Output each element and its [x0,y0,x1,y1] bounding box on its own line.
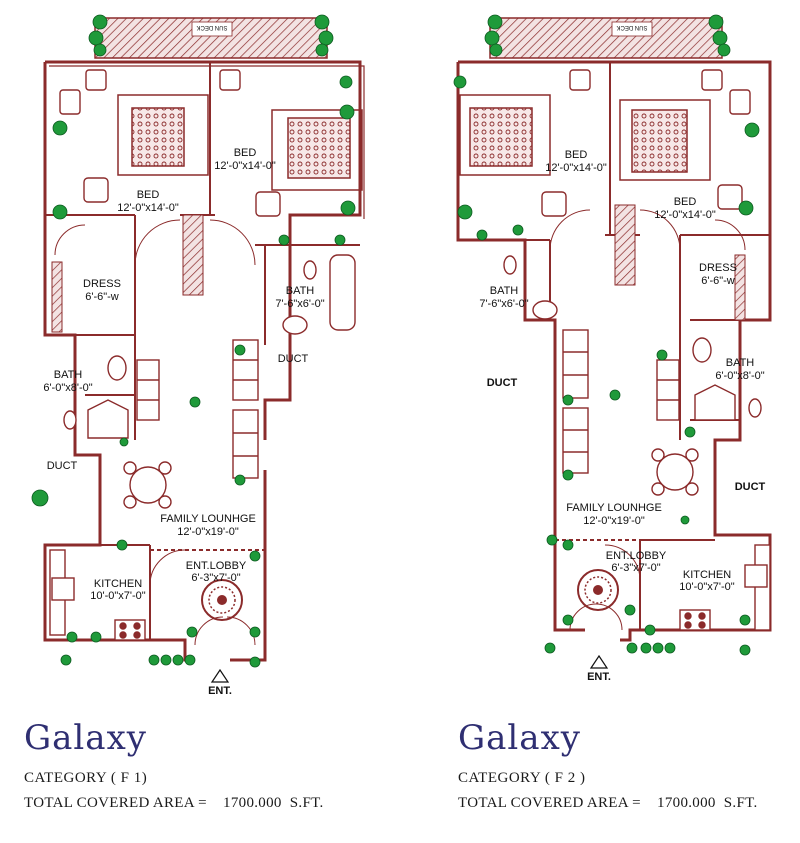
bath-large-size: 7'-6"x6'-0" [275,298,324,310]
lobby-name: ENT.LOBBY [186,560,247,572]
bed-left-size: 12'-0"x14'-0" [117,202,179,214]
dress-size: 6'-6"-w [85,291,119,303]
lobby-size: 6'-3"x7'-0" [191,572,240,584]
entrance-label: ENT. [208,685,232,697]
duct-right: DUCT [735,481,766,493]
plants [453,14,760,656]
armchairs [59,69,281,217]
room-labels: BED 12'-0"x14'-0" BED 12'-0"x14'-0" DRES… [479,149,765,683]
wardrobe [182,214,204,296]
door-swings [549,209,746,631]
family-lounge-size: 12'-0"x19'-0" [177,526,239,538]
brand-title: Galaxy [458,718,581,758]
sun-deck: SUN DECK [94,17,328,59]
sun-deck-label: SUN DECK [616,24,647,30]
dress-rack [51,261,63,333]
covered-area-label: TOTAL COVERED AREA = 1700.000 S.FT. [458,795,758,811]
covered-area-label: TOTAL COVERED AREA = 1700.000 S.FT. [24,795,324,811]
kitchen-fixtures [679,544,771,631]
floor-plan-drawing-f2: SUN DECK [453,14,772,683]
sofas [562,329,680,474]
wardrobe [614,204,636,286]
floor-plan-drawing-f1: SUN DECK [31,14,365,697]
category-label: CATEGORY ( F 2 ) [458,770,586,786]
family-lounge-name: FAMILY LOUNHGE [160,513,256,525]
dress-name: DRESS [699,262,737,274]
bed-left-name: BED [565,149,588,161]
kitchen-name: KITCHEN [94,578,142,590]
bed-left [459,94,551,176]
bed-right [271,109,363,191]
bed-left-size: 12'-0"x14'-0" [545,162,607,174]
kitchen-name: KITCHEN [683,569,731,581]
sun-deck-label: SUN DECK [196,24,227,30]
armchairs [541,69,751,217]
lobby-rosette [577,569,619,611]
bed-right [619,99,711,181]
entrance-arrow-icon [589,654,609,669]
bed-left [117,94,209,176]
bath-large-name: BATH [490,285,519,297]
family-lounge-size: 12'-0"x19'-0" [583,515,645,527]
bath-fixtures [63,254,356,439]
duct-right: DUCT [278,353,309,365]
floor-plan-f1: SUN DECK [0,0,400,700]
bed-right-name: BED [674,196,697,208]
caption-f2: Galaxy CATEGORY ( F 2 ) TOTAL COVERED AR… [458,718,758,812]
brand-title: Galaxy [24,718,147,758]
bed-right-name: BED [234,147,257,159]
dining-table [123,461,172,509]
sun-deck: SUN DECK [489,17,723,59]
lobby-name: ENT.LOBBY [606,550,667,562]
door-swings [54,219,256,646]
floor-plan-f2: SUN DECK [400,0,800,700]
dining-table [651,448,699,496]
duct-left: DUCT [47,460,78,472]
kitchen-size: 10'-0"x7'-0" [90,590,146,602]
family-lounge-name: FAMILY LOUNHGE [566,502,662,514]
category-label: CATEGORY ( F 1) [24,770,148,786]
bath-small-size: 6'-0"x8'-0" [715,370,764,382]
plants [31,14,356,668]
kitchen-size: 10'-0"x7'-0" [679,581,735,593]
dress-size: 6'-6"-w [701,275,735,287]
bath-small-name: BATH [54,369,83,381]
entrance-arrow-icon [210,668,230,683]
duct-left: DUCT [487,377,518,389]
lobby-rosette [201,579,243,621]
kitchen-fixtures [49,549,146,641]
room-labels: BED 12'-0"x14'-0" BED 12'-0"x14'-0" DRES… [43,147,324,697]
bed-left-name: BED [137,189,160,201]
bath-large-size: 7'-6"x6'-0" [479,298,528,310]
sofas [136,339,259,479]
bath-small-size: 6'-0"x8'-0" [43,382,92,394]
bed-right-size: 12'-0"x14'-0" [654,209,716,221]
dress-name: DRESS [83,278,121,290]
bath-large-name: BATH [286,285,315,297]
caption-f1: Galaxy CATEGORY ( F 1) TOTAL COVERED ARE… [24,718,324,812]
dress-rack [734,254,746,321]
bed-right-size: 12'-0"x14'-0" [214,160,276,172]
bath-small-name: BATH [726,357,755,369]
bath-fixtures [503,255,762,421]
entrance-label: ENT. [587,671,611,683]
lobby-size: 6'-3"x7'-0" [611,562,660,574]
